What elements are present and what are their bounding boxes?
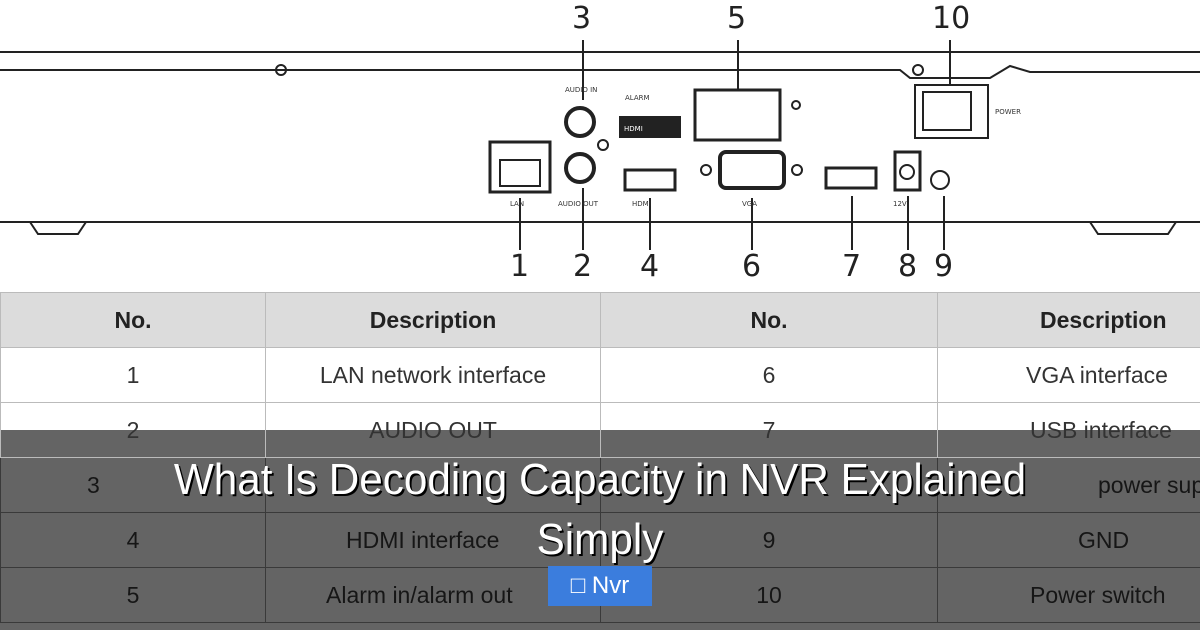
callout-7: 7 <box>842 249 861 284</box>
category-tag[interactable]: □ Nvr <box>548 566 652 606</box>
cell: 5 <box>0 567 266 623</box>
callout-3: 3 <box>572 1 591 36</box>
category-tag-label: Nvr <box>591 572 630 599</box>
hdmi-logo: HDMI <box>624 125 643 133</box>
cell: GND <box>937 512 1200 568</box>
cell: 1 <box>0 347 266 403</box>
vga-label: VGA <box>742 200 757 208</box>
audio-in-label: AUDIO IN <box>565 86 597 94</box>
callout-5: 5 <box>727 1 746 36</box>
cell: 4 <box>0 512 266 568</box>
callout-1: 1 <box>510 249 529 284</box>
alarm-label: ALARM <box>625 94 650 102</box>
cell: 3 <box>0 457 266 513</box>
cell <box>265 457 601 513</box>
cell: Power switch <box>937 567 1200 623</box>
cell: 6 <box>600 347 938 403</box>
cell: 10 <box>600 567 938 623</box>
hdmi-label: HDMI <box>632 200 651 208</box>
header-no: No. <box>0 292 266 348</box>
callout-10: 10 <box>932 1 970 36</box>
header-description: Description <box>937 292 1200 348</box>
callout-6: 6 <box>742 249 761 284</box>
table-header-row: No. Description No. Description <box>0 292 1200 348</box>
audio-out-label: AUDIO OUT <box>558 200 599 208</box>
cell: LAN network interface <box>265 347 601 403</box>
callout-4: 4 <box>640 249 659 284</box>
callout-9: 9 <box>934 249 953 284</box>
cell: USB interface <box>937 402 1200 458</box>
callout-8: 8 <box>898 249 917 284</box>
cell <box>600 457 938 513</box>
lan-label: LAN <box>510 200 524 208</box>
folder-icon: □ <box>570 572 586 599</box>
header-description: Description <box>265 292 601 348</box>
cell: Alarm in/alarm out <box>265 567 601 623</box>
dc-label: 12V <box>893 200 907 208</box>
cell: 7 <box>600 402 938 458</box>
cell: HDMI interface <box>265 512 601 568</box>
cell: AUDIO OUT <box>265 402 601 458</box>
header-no: No. <box>600 292 938 348</box>
cell: power supp <box>937 457 1200 513</box>
cell: 9 <box>600 512 938 568</box>
cell: 2 <box>0 402 266 458</box>
callout-2: 2 <box>573 249 592 284</box>
nvr-rear-panel-diagram: HDMI LAN AUDIO IN ALARM AUDIO OUT HDMI V… <box>0 1 1200 284</box>
power-label: POWER <box>995 108 1021 116</box>
table-row: 3 power supp <box>0 457 1200 513</box>
cell: VGA interface <box>937 347 1200 403</box>
